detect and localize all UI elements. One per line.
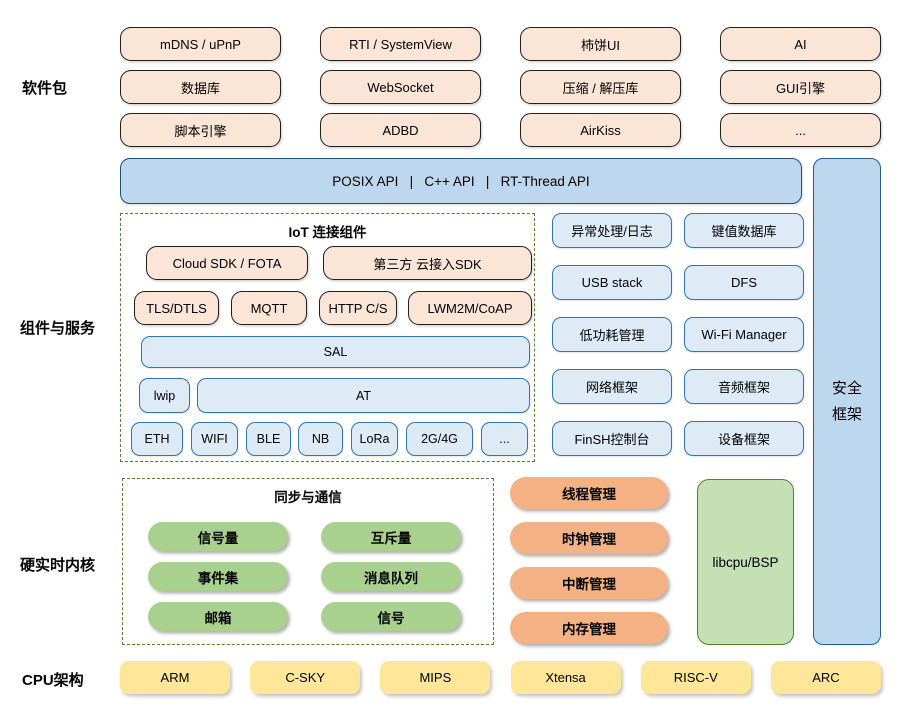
section-label-kernel: 硬实时内核 <box>20 557 96 574</box>
at-box: AT <box>197 378 530 413</box>
manager-pill-memory: 内存管理 <box>510 612 668 644</box>
mqtt-box: MQTT <box>231 291 307 325</box>
libcpu-bsp-box: libcpu/BSP <box>697 479 794 645</box>
package-box-script-engine: 脚本引擎 <box>120 113 281 147</box>
package-box-websocket: WebSocket <box>320 70 481 104</box>
ipc-grid: 信号量 互斥量 事件集 消息队列 邮箱 信号 <box>148 522 461 631</box>
posix-api-bar: POSIX API | C++ API | RT-Thread API <box>120 158 802 204</box>
manager-pill-thread: 线程管理 <box>510 477 668 509</box>
manager-pill-clock: 时钟管理 <box>510 522 668 554</box>
tls-dtls-box: TLS/DTLS <box>134 291 219 325</box>
ipc-pill-event-set: 事件集 <box>148 562 288 591</box>
package-box-ai: AI <box>720 27 881 61</box>
service-box-finsh-console: FinSH控制台 <box>552 421 672 456</box>
package-box-compression: 压缩 / 解压库 <box>520 70 681 104</box>
cpu-pill-arm: ARM <box>120 661 230 694</box>
link-box-eth: ETH <box>131 422 183 456</box>
section-label-cpu: CPU架构 <box>22 672 84 689</box>
link-box-nb: NB <box>298 422 343 456</box>
services-grid: 异常处理/日志 键值数据库 USB stack DFS 低功耗管理 Wi-Fi … <box>552 213 804 456</box>
package-box-mdns-upnp: mDNS / uPnP <box>120 27 281 61</box>
link-box-wifi: WIFI <box>191 422 238 456</box>
packages-grid: mDNS / uPnP RTI / SystemView 柿饼UI AI 数据库… <box>120 27 881 147</box>
iot-components-title: IoT 连接组件 <box>288 225 367 240</box>
ipc-pill-mailbox: 邮箱 <box>148 602 288 631</box>
third-party-cloud-box: 第三方 云接入SDK <box>323 246 532 280</box>
section-label-packages: 软件包 <box>22 80 68 97</box>
ipc-pill-signal: 信号 <box>321 602 461 631</box>
package-box-adbd: ADBD <box>320 113 481 147</box>
service-box-dfs: DFS <box>684 265 804 300</box>
package-box-gui-engine: GUI引擎 <box>720 70 881 104</box>
service-box-network-fw: 网络框架 <box>552 369 672 404</box>
package-box-persimmon-ui: 柿饼UI <box>520 27 681 61</box>
package-box-database: 数据库 <box>120 70 281 104</box>
cpu-pill-risc-v: RISC-V <box>640 661 751 694</box>
service-box-usb-stack: USB stack <box>552 265 672 300</box>
service-box-exception-log: 异常处理/日志 <box>552 213 672 248</box>
ipc-pill-message-queue: 消息队列 <box>321 562 461 591</box>
security-framework-label: 安全框架 <box>831 380 862 423</box>
ipc-title: 同步与通信 <box>274 490 342 505</box>
cpu-pill-arc: ARC <box>770 661 881 694</box>
iot-components-box: IoT 连接组件 Cloud SDK / FOTA 第三方 云接入SDK TLS… <box>120 213 535 462</box>
manager-pill-interrupt: 中断管理 <box>510 567 668 599</box>
link-box-ble: BLE <box>246 422 291 456</box>
service-box-audio-fw: 音频框架 <box>684 369 804 404</box>
service-box-low-power: 低功耗管理 <box>552 317 672 352</box>
ipc-box: 同步与通信 信号量 互斥量 事件集 消息队列 邮箱 信号 <box>122 478 494 645</box>
sal-box: SAL <box>141 336 530 368</box>
link-box-lora: LoRa <box>351 422 398 456</box>
security-framework-bar: 安全框架 <box>813 158 881 645</box>
package-box-airkiss: AirKiss <box>520 113 681 147</box>
cpu-pill-mips: MIPS <box>380 661 491 694</box>
link-box-more: ... <box>481 422 528 456</box>
service-box-kv-database: 键值数据库 <box>684 213 804 248</box>
cpu-pill-xtensa: Xtensa <box>510 661 621 694</box>
package-box-more: ... <box>720 113 881 147</box>
section-label-components: 组件与服务 <box>20 320 96 337</box>
cpu-arch-row: ARM C-SKY MIPS Xtensa RISC-V ARC <box>120 661 881 694</box>
lwip-box: lwip <box>139 378 190 413</box>
ipc-pill-semaphore: 信号量 <box>148 522 288 551</box>
cloud-sdk-fota-box: Cloud SDK / FOTA <box>146 246 308 280</box>
package-box-rti-systemview: RTI / SystemView <box>320 27 481 61</box>
lwm2m-coap-box: LWM2M/CoAP <box>408 291 532 325</box>
service-box-device-fw: 设备框架 <box>684 421 804 456</box>
kernel-managers-column: 线程管理 时钟管理 中断管理 内存管理 <box>510 477 668 657</box>
link-box-2g-4g: 2G/4G <box>406 422 473 456</box>
ipc-pill-mutex: 互斥量 <box>321 522 461 551</box>
service-box-wifi-manager: Wi-Fi Manager <box>684 317 804 352</box>
http-cs-box: HTTP C/S <box>319 291 397 325</box>
cpu-pill-c-sky: C-SKY <box>250 661 361 694</box>
